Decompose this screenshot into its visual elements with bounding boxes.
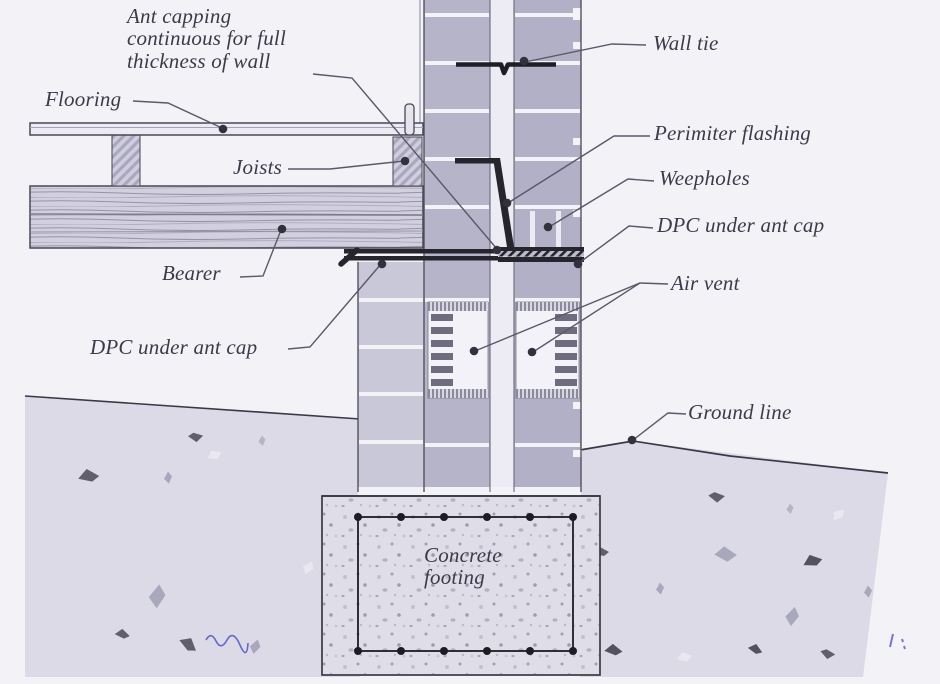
ground-stones (78, 432, 872, 662)
label-ground-line: Ground line (688, 400, 792, 424)
air-vents (427, 301, 580, 399)
wall-tie-shape (456, 62, 556, 76)
label-bearer: Bearer (162, 261, 221, 285)
leader-lines (132, 43, 687, 441)
ant-cap (338, 247, 498, 267)
concrete-footing (321, 495, 601, 676)
inner-leaf (424, 0, 490, 492)
bearer (29, 185, 424, 249)
label-flooring: Flooring (45, 87, 122, 111)
floor-structure (29, 103, 424, 249)
label-wall-tie: Wall tie (653, 31, 719, 55)
label-air-vent: Air vent (671, 271, 740, 295)
label-dpc-right: DPC under ant cap (657, 213, 825, 237)
label-ant-capping: Ant capping continuous for full thicknes… (127, 4, 286, 73)
weepholes (530, 211, 561, 247)
label-perimeter-flashing: Perimiter flashing (654, 121, 812, 145)
skirting (404, 103, 415, 136)
label-weepholes: Weepholes (659, 166, 750, 190)
ink-marks (205, 633, 906, 654)
label-dpc-left: DPC under ant cap (90, 335, 258, 359)
label-joists: Joists (233, 155, 283, 179)
footing-reinforcement (357, 516, 574, 652)
joist-section (111, 134, 141, 187)
label-concrete-footing: Concrete footing (424, 543, 502, 590)
ground-line-left (24, 395, 361, 420)
outer-leaf (514, 0, 582, 492)
ground (24, 395, 906, 677)
ant-cap-downturn (338, 247, 360, 267)
rebar-dots (354, 513, 577, 655)
dpc-outer (498, 247, 584, 262)
air-vent-outer (515, 301, 580, 399)
ground-line-right (579, 440, 889, 474)
pier (358, 262, 424, 492)
leader-dots (218, 56, 637, 445)
